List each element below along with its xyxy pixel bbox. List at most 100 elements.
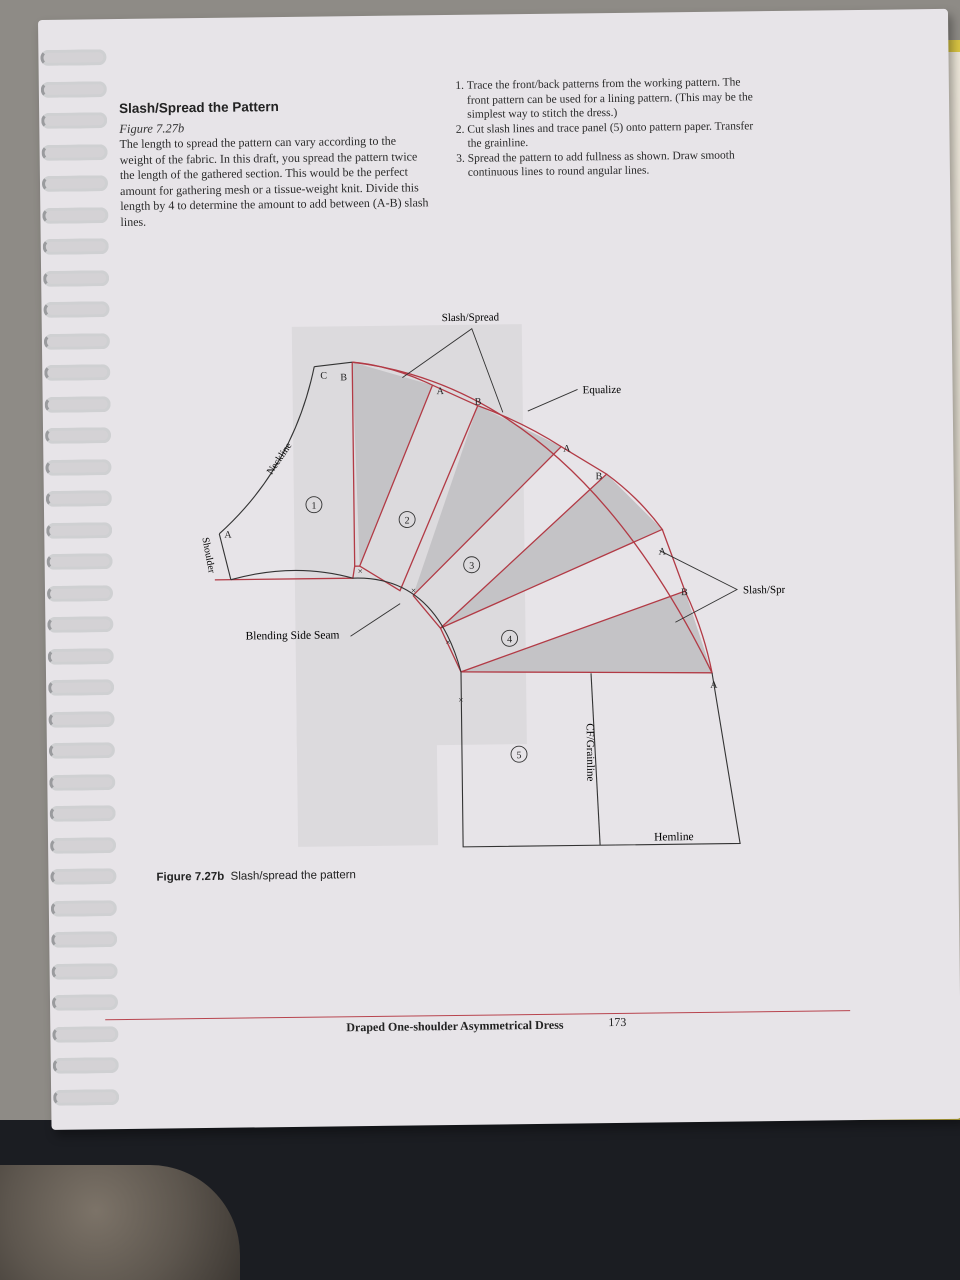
point-c: C [320,370,327,381]
binding-coil [44,427,112,444]
figure-caption-number: Figure 7.27b [156,870,225,884]
slash-spread-diagram: Slash/Spread Slash/Spread Equalize Neckl… [199,311,789,848]
binding-coil [46,521,113,539]
side-seam-curve [352,577,462,673]
panel-number: 2 [405,515,410,526]
binding-coil [40,80,107,98]
panel-number: 1 [311,501,316,512]
binding-coil [52,1025,119,1043]
hemline-label: Hemline [654,831,694,843]
binding-coil [49,805,116,822]
panel-outline-5-top [439,529,686,673]
notch-mark: × [458,695,463,705]
binding-coil [46,584,114,602]
grainline [590,673,601,846]
shoulder-line [218,533,232,580]
slash-spread-leader-top [402,328,504,413]
point-a: A [563,444,571,455]
panel-circle [463,556,481,574]
center-front-line [314,361,353,368]
binding-coil [41,175,109,192]
spread-wedge [440,474,663,629]
notch-mark: × [411,585,416,595]
intro-paragraph: The length to spread the pattern can var… [119,133,429,229]
binding-coil [46,553,113,570]
panel-numbers: 1 2 3 4 5 [311,501,521,762]
red-outer-curve [352,361,713,674]
neckline-curve [218,366,315,535]
binding-coil [41,112,108,129]
panel-number-circles [305,496,528,763]
slash-spread-leader-right [659,550,738,623]
panel-outline-1 [214,362,356,581]
binding-coil [48,742,116,759]
panel-outline-4 [412,446,608,630]
binding-coil [48,679,115,696]
binding-coil [42,206,109,224]
panel-5-outline [460,671,741,848]
leader-lines [350,328,738,637]
point-b: B [681,587,688,598]
step-item: Trace the front/back patterns from the w… [467,75,758,122]
blending-leader [350,603,401,637]
spread-wedges [352,362,713,673]
binding-coil [43,301,110,318]
spread-wedge [460,591,713,673]
binding-coil [52,1057,119,1074]
panel-number: 5 [516,750,521,761]
equalize-leader [527,389,578,412]
panel-outline-3-wedge [412,405,563,596]
binding-coil [40,49,107,66]
point-a: A [658,546,666,557]
binding-coil [47,616,114,633]
point-a: A [437,386,445,397]
spiral-binding [38,49,121,1140]
figure-reference: Figure 7.27b [119,121,185,137]
binding-coil [45,490,112,507]
binding-coil [50,899,117,917]
shoulder-label: Shoulder [199,537,217,575]
point-labels: C B A A B A B A B A [224,370,718,691]
point-a: A [710,680,718,691]
binding-coil [49,773,116,791]
grainline-label: CF/Grainline [584,723,597,781]
panel-circle [305,496,323,514]
panel-outline-3 [359,384,479,592]
blending-side-seam-label: Blending Side Seam [245,629,339,642]
notch-mark: × [446,637,451,647]
binding-coil [44,395,111,413]
footer-title: Draped One-shoulder Asymmetrical Dress [346,1017,564,1035]
page-number: 173 [608,1014,627,1030]
point-b: B [475,397,482,408]
book-page: Slash/Spread the Pattern Figure 7.27b Th… [38,8,960,1130]
point-a: A [224,530,232,541]
binding-coil [53,1088,120,1106]
panel-number: 3 [469,561,474,572]
point-b: B [596,471,603,482]
armhole-curve [230,569,353,581]
binding-coil [41,143,108,161]
panel-circle [398,511,416,528]
instruction-steps: Trace the front/back patterns from the w… [449,75,758,180]
spread-wedge [413,405,562,596]
binding-coil [47,647,114,665]
binding-coil [48,710,115,728]
figure-caption-text: Slash/spread the pattern [230,869,356,883]
slash-spread-label-right: Slash/Spread [743,584,789,597]
panel-circle [510,745,528,763]
step-item: Cut slash lines and trace panel (5) onto… [467,119,757,152]
background-knit-sleeve [0,1165,240,1280]
neckline-label: Neckline [265,440,295,476]
step-item: Spread the pattern to add fullness as sh… [468,148,758,181]
equalize-label: Equalize [582,384,621,396]
binding-coil [44,364,111,381]
panel-circle [501,629,519,647]
notch-mark: × [358,566,363,576]
spread-wedge [352,362,433,567]
panel-number: 4 [507,634,512,645]
binding-coil [49,836,117,854]
binding-coil [43,269,110,287]
binding-coil [50,868,117,885]
binding-coil [45,458,112,476]
binding-coil [42,238,109,255]
